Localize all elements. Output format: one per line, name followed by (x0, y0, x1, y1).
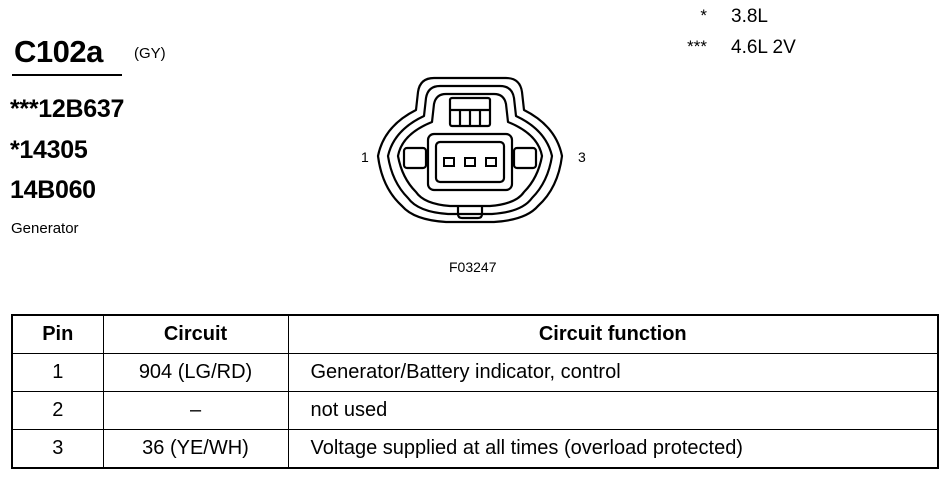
legend-symbol-2: *** (687, 37, 707, 56)
figure-reference: F03247 (449, 259, 497, 275)
connector-color-code: (GY) (134, 45, 166, 62)
cell-pin: 2 (11, 391, 104, 430)
terminal-1 (443, 157, 455, 167)
pin-1-label: 1 (361, 149, 369, 165)
cell-function: Voltage supplied at all times (overload … (287, 429, 939, 469)
pin-function-table: Pin Circuit Circuit function 1 904 (LG/R… (11, 314, 939, 469)
table-row: 2 – not used (11, 391, 939, 430)
part-number-3: 14B060 (10, 176, 96, 204)
header-pin: Pin (11, 314, 104, 354)
cell-pin: 3 (11, 429, 104, 469)
cell-circuit: 36 (YE/WH) (102, 429, 289, 469)
cell-circuit: – (102, 391, 289, 430)
table-header-row: Pin Circuit Circuit function (11, 314, 939, 354)
part-number-2: *14305 (10, 136, 88, 164)
connector-description: Generator (11, 220, 79, 237)
connector-title: C102a (14, 34, 103, 69)
cell-function: not used (287, 391, 939, 430)
legend-symbol-1: * (700, 6, 707, 25)
table-row: 1 904 (LG/RD) Generator/Battery indicato… (11, 353, 939, 392)
legend-text-1: 3.8L (731, 6, 768, 27)
table-row: 3 36 (YE/WH) Voltage supplied at all tim… (11, 429, 939, 469)
legend-text-2: 4.6L 2V (731, 37, 796, 58)
part-number-1: ***12B637 (10, 95, 125, 123)
cell-function: Generator/Battery indicator, control (287, 353, 939, 392)
header-circuit: Circuit (102, 314, 289, 354)
terminal-3 (485, 157, 497, 167)
cell-pin: 1 (11, 353, 104, 392)
terminal-2 (464, 157, 476, 167)
title-underline (12, 74, 122, 76)
pin-3-label: 3 (578, 149, 586, 165)
cell-circuit: 904 (LG/RD) (102, 353, 289, 392)
header-function: Circuit function (287, 314, 939, 354)
connector-face-diagram (376, 76, 564, 224)
